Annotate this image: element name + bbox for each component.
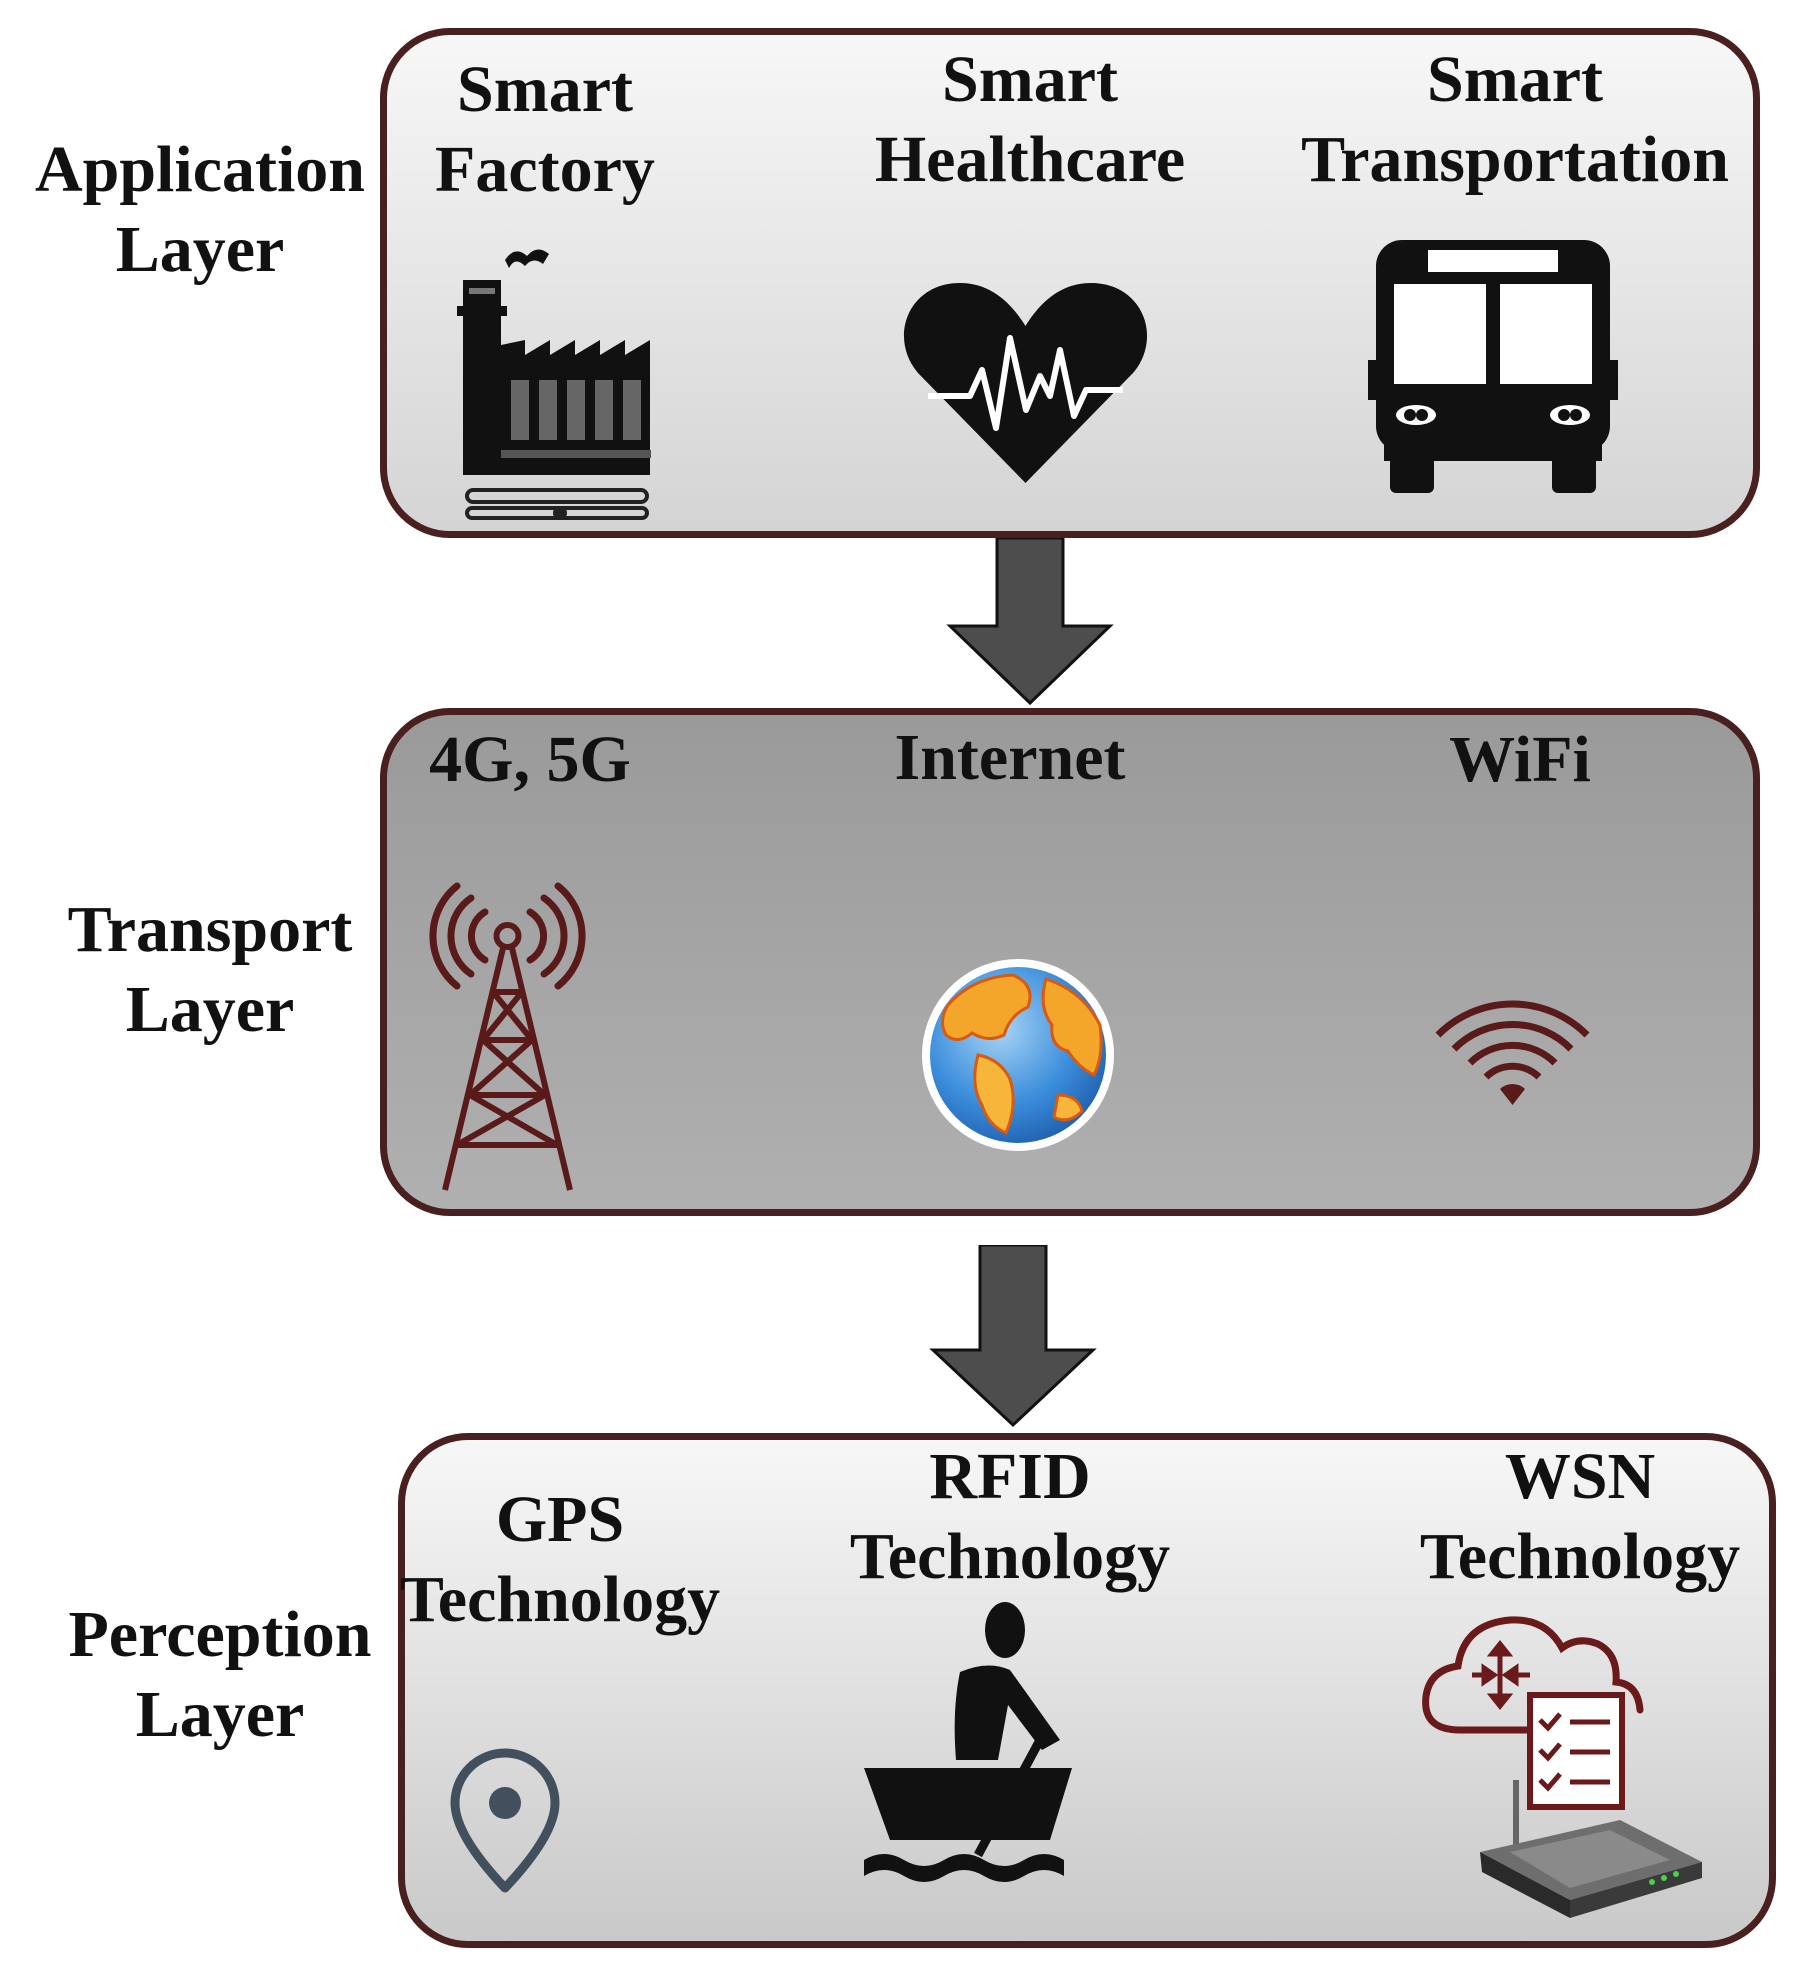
down-arrow-application-to-transport: [945, 536, 1115, 713]
wsn-technology-title: WSN Technology: [1419, 1440, 1741, 1593]
perception-layer-label: Perception Layer: [68, 1598, 372, 1751]
location-pin-icon: [445, 1745, 565, 1895]
person-in-boat-icon: [860, 1600, 1085, 1895]
smart-factory-title: Smart Factory: [435, 53, 655, 206]
down-arrow-transport-to-perception: [928, 1243, 1098, 1435]
rfid-technology-title: RFID Technology: [849, 1440, 1171, 1593]
heartbeat-icon: [898, 278, 1153, 488]
4g-5g-title: 4G, 5G: [429, 723, 631, 796]
smart-transportation-title: Smart Transportation: [1301, 43, 1729, 196]
wifi-title: WiFi: [1449, 723, 1591, 796]
bus-icon: [1368, 240, 1618, 495]
application-layer-label: Application Layer: [34, 133, 366, 286]
wifi-icon: [1430, 993, 1595, 1113]
smart-healthcare-title: Smart Healthcare: [874, 43, 1186, 196]
cell-tower-icon: [425, 880, 590, 1195]
gps-technology-title: GPS Technology: [399, 1483, 721, 1636]
cloud-router-icon: [1420, 1600, 1710, 1920]
internet-title: Internet: [894, 721, 1126, 794]
factory-icon: [455, 240, 655, 525]
transport-layer-label: Transport Layer: [67, 893, 353, 1046]
globe-icon: [918, 955, 1118, 1155]
